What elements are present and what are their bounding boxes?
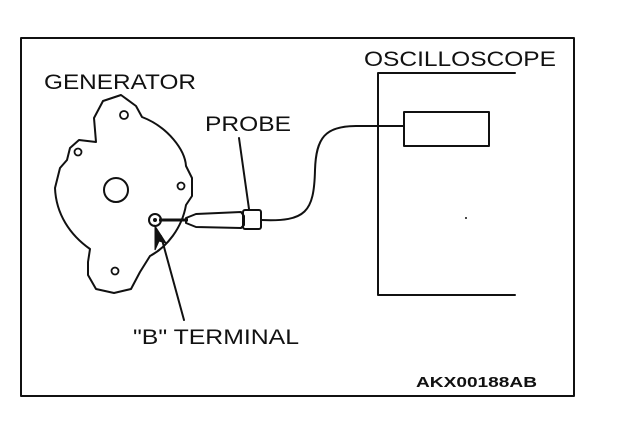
b-terminal-inner	[153, 218, 157, 222]
probe-handle	[185, 211, 245, 229]
generator-shaft	[103, 177, 129, 203]
mount-hole-top	[119, 110, 129, 120]
b-terminal-label: "B" TERMINAL	[133, 326, 299, 349]
probe-leader-line	[238, 137, 250, 210]
generator	[54, 94, 193, 294]
generator-housing	[54, 94, 193, 294]
generator-label: GENERATOR	[44, 71, 196, 94]
mount-hole-left	[73, 147, 83, 157]
oscilloscope-label: OSCILLOSCOPE	[364, 48, 556, 71]
probe-ring	[242, 209, 262, 230]
b-terminal-arrowhead	[154, 224, 168, 251]
probe-label: PROBE	[205, 113, 291, 136]
oscilloscope-speck	[465, 217, 467, 219]
mount-hole-bottom	[110, 266, 120, 276]
figure-frame	[20, 37, 575, 397]
oscilloscope-input-connector	[403, 111, 490, 147]
oscilloscope-body	[377, 72, 516, 296]
figure-code: AKX00188AB	[416, 374, 537, 391]
probe	[159, 125, 405, 230]
b-terminal-leader-line	[160, 235, 185, 321]
probe-cable	[260, 125, 405, 222]
mount-hole-right	[176, 181, 186, 191]
